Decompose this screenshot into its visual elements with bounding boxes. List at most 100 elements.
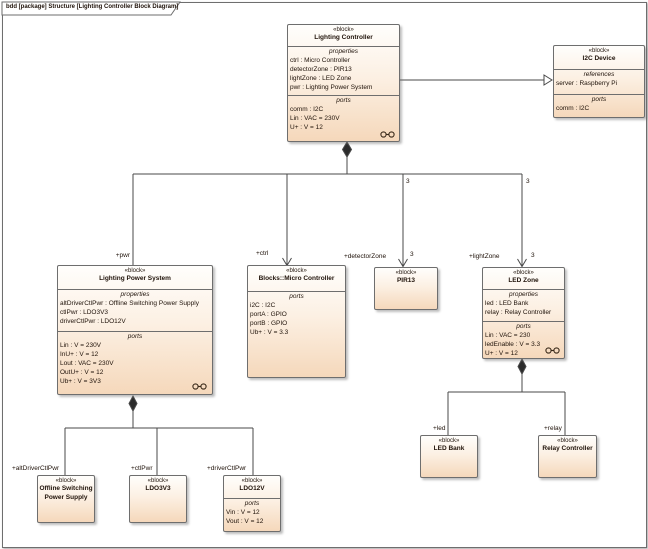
structure-glasses-icon xyxy=(380,131,395,138)
property-item: ctlPwr : LDO3V3 xyxy=(60,309,109,316)
block-micro-controller[interactable]: «block» Blocks::Micro Controller ports i… xyxy=(247,265,346,378)
property-item: led : LED Bank xyxy=(485,300,529,307)
composition-lightingpowersystem-parts[interactable] xyxy=(64,394,254,475)
property-item: lightZone : LED Zone xyxy=(290,75,352,82)
role-label-driverctlpwr: +driverCtlPwr xyxy=(207,465,247,472)
ports-compartment: ports i2C : I2C portA : GPIO portB : GPI… xyxy=(248,291,345,379)
structure-glasses-icon xyxy=(545,347,560,354)
block-relay-controller[interactable]: «block» Relay Controller xyxy=(538,435,597,478)
properties-compartment: properties altDriverCtlPwr : Offline Swi… xyxy=(58,289,212,331)
compartment-label: properties xyxy=(509,291,538,298)
frame-tab xyxy=(1,1,181,16)
port-item: Lin : VAC = 230 xyxy=(485,332,531,339)
block-name: I2C Device xyxy=(582,55,616,62)
block-header: «block» PIR13 xyxy=(375,268,437,309)
compartment-label: ports xyxy=(336,97,351,104)
block-ldo3v3[interactable]: «block» LDO3V3 xyxy=(129,475,187,523)
diagram-title: bdd [package] Structure [Lighting Contro… xyxy=(6,4,179,10)
compartment-label: properties xyxy=(120,291,150,298)
block-lighting-controller[interactable]: «block» Lighting Controller properties c… xyxy=(287,24,400,142)
block-name: Lighting Controller xyxy=(314,34,373,41)
multiplicity-detectorzone-top: 3 xyxy=(406,178,410,185)
block-name: LED Bank xyxy=(433,445,465,452)
properties-compartment: properties led : LED Bank relay : Relay … xyxy=(483,289,564,321)
generalization-lightingcontroller-i2cdevice[interactable] xyxy=(400,74,553,86)
port-item: U+ : V = 12 xyxy=(485,350,518,357)
ports-compartment: ports Vin : V = 12 Vout : V = 12 xyxy=(224,498,280,531)
port-item: i2C : I2C xyxy=(250,302,276,309)
stereotype-label: «block» xyxy=(241,478,263,484)
port-item: Vin : V = 12 xyxy=(226,509,260,516)
block-header: «block» Offline Switching Power Supply xyxy=(38,476,94,522)
block-name: Lighting Power System xyxy=(99,275,171,282)
port-item: InU+ : V = 12 xyxy=(60,351,99,358)
structure-glasses-icon xyxy=(192,383,207,390)
block-pir13[interactable]: «block» PIR13 xyxy=(374,267,438,310)
compartment-label: ports xyxy=(591,96,607,103)
port-item: comm : I2C xyxy=(290,106,324,113)
property-item: ctrl : Micro Controller xyxy=(290,57,350,64)
block-name: Blocks::Micro Controller xyxy=(258,275,335,282)
block-led-zone[interactable]: «block» LED Zone properties led : LED Ba… xyxy=(482,267,565,359)
compartment-label: references xyxy=(583,71,615,78)
composition-diamond xyxy=(128,394,138,413)
port-item: Vout : V = 12 xyxy=(226,518,264,525)
block-name: LDO3V3 xyxy=(145,485,171,492)
stereotype-label: «block» xyxy=(286,268,307,274)
block-lighting-power-system[interactable]: «block» Lighting Power System properties… xyxy=(57,265,213,395)
port-item: portA : GPIO xyxy=(250,311,287,318)
port-item: comm : I2C xyxy=(556,105,590,112)
block-name: Relay Controller xyxy=(542,445,593,452)
role-label-pwr: +pwr xyxy=(115,252,130,259)
stereotype-label: «block» xyxy=(333,27,354,33)
stereotype-label: «block» xyxy=(124,268,146,274)
block-i2c-device[interactable]: «block» I2C Device references server : R… xyxy=(553,45,645,118)
port-item: Lin : V = 230V xyxy=(60,342,102,349)
open-arrowhead-lightzone xyxy=(517,258,527,268)
ports-compartment: ports Lin : V = 230V InU+ : V = 12 Lout … xyxy=(58,331,212,396)
compartment-label: properties xyxy=(329,48,358,55)
block-name: LED Zone xyxy=(508,277,539,284)
stereotype-label: «block» xyxy=(438,438,460,444)
compartment-label: ports xyxy=(127,333,143,340)
role-label-ctrl: +ctrl xyxy=(256,250,269,257)
reference-item: server : Raspberry Pi xyxy=(556,80,618,87)
composition-diamond xyxy=(341,141,353,158)
compartment-label: ports xyxy=(516,323,531,330)
block-header: «block» LDO12V xyxy=(224,476,280,498)
role-label-led: +led xyxy=(433,425,446,432)
port-item: Lin : VAC = 230V xyxy=(290,115,340,122)
block-offline-switching-power-supply[interactable]: «block» Offline Switching Power Supply xyxy=(37,475,95,523)
block-ldo12v[interactable]: «block» LDO12V ports Vin : V = 12 Vout :… xyxy=(223,475,281,532)
multiplicity-lightzone-top: 3 xyxy=(526,178,530,185)
role-label-lightzone: +lightZone xyxy=(469,253,500,260)
block-name: Offline Switching Power Supply xyxy=(39,485,93,501)
property-item: driverCtlPwr : LDO12V xyxy=(60,318,126,325)
stereotype-label: «block» xyxy=(395,270,417,276)
port-item: portB : GPIO xyxy=(250,320,288,327)
port-item: OutU+ : V = 12 xyxy=(60,369,104,376)
ports-compartment: ports comm : I2C xyxy=(554,94,644,119)
composition-lightingcontroller-parts[interactable] xyxy=(132,141,527,268)
composition-ledzone-parts[interactable] xyxy=(447,357,566,435)
block-led-bank[interactable]: «block» LED Bank xyxy=(420,435,478,478)
generalization-arrowhead xyxy=(543,74,553,86)
port-item: Ub+ : V = 3.3 xyxy=(250,329,289,336)
port-item: ledEnable : V = 3.3 xyxy=(485,341,541,348)
port-item: Lout : VAC = 230V xyxy=(60,360,114,367)
multiplicity-detectorzone-bottom: 3 xyxy=(410,251,414,258)
role-label-ctlpwr: +ctlPwr xyxy=(131,465,153,472)
ports-compartment: ports Lin : VAC = 230 ledEnable : V = 3.… xyxy=(483,321,564,360)
block-header: «block» Lighting Controller xyxy=(288,25,399,46)
role-label-detectorzone: +detectorZone xyxy=(344,253,387,260)
block-header: «block» Blocks::Micro Controller xyxy=(248,266,345,291)
stereotype-label: «block» xyxy=(55,478,77,484)
open-arrowhead-detectorzone xyxy=(398,258,408,268)
compartment-label: ports xyxy=(289,293,304,300)
port-item: U+ : V = 12 xyxy=(290,124,323,131)
block-name: LDO12V xyxy=(239,485,265,492)
stereotype-label: «block» xyxy=(588,48,610,54)
role-label-altdriverctlpwr: +altDriverCtlPwr xyxy=(12,465,60,472)
